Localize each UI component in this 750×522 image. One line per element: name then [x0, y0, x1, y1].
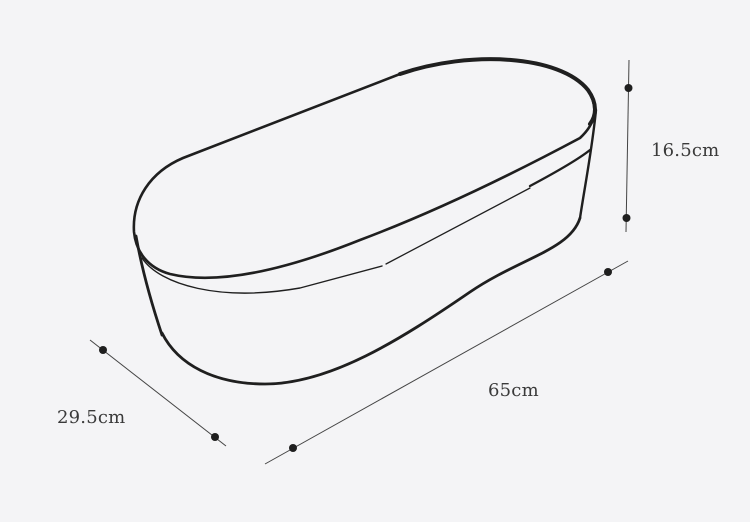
width-guide-line: [89, 339, 227, 447]
lid-outline: [132, 57, 596, 280]
lid-seam: [141, 257, 383, 294]
height-guide: [622, 59, 633, 233]
storage-case: [132, 57, 598, 386]
height-guide-bottom-dot: [622, 214, 631, 222]
width-guide: [89, 339, 227, 447]
lid-rim-right: [398, 57, 597, 126]
width-guide-bottom-dot: [211, 433, 219, 441]
height-guide-top-dot: [624, 84, 633, 92]
body-bottom: [160, 216, 582, 386]
width-guide-top-dot: [99, 346, 107, 354]
width-label: 29.5cm: [57, 407, 126, 428]
height-label: 16.5cm: [651, 140, 720, 161]
length-guide-right-dot: [604, 268, 612, 276]
length-guide: [264, 260, 629, 465]
lid-seam-right: [385, 187, 531, 265]
length-guide-left-dot: [289, 444, 297, 452]
body-right-side: [578, 108, 598, 220]
lid-seam-far-right: [528, 148, 592, 188]
length-guide-line: [264, 260, 629, 465]
length-label: 65cm: [488, 380, 539, 401]
body-left-side: [134, 234, 164, 337]
